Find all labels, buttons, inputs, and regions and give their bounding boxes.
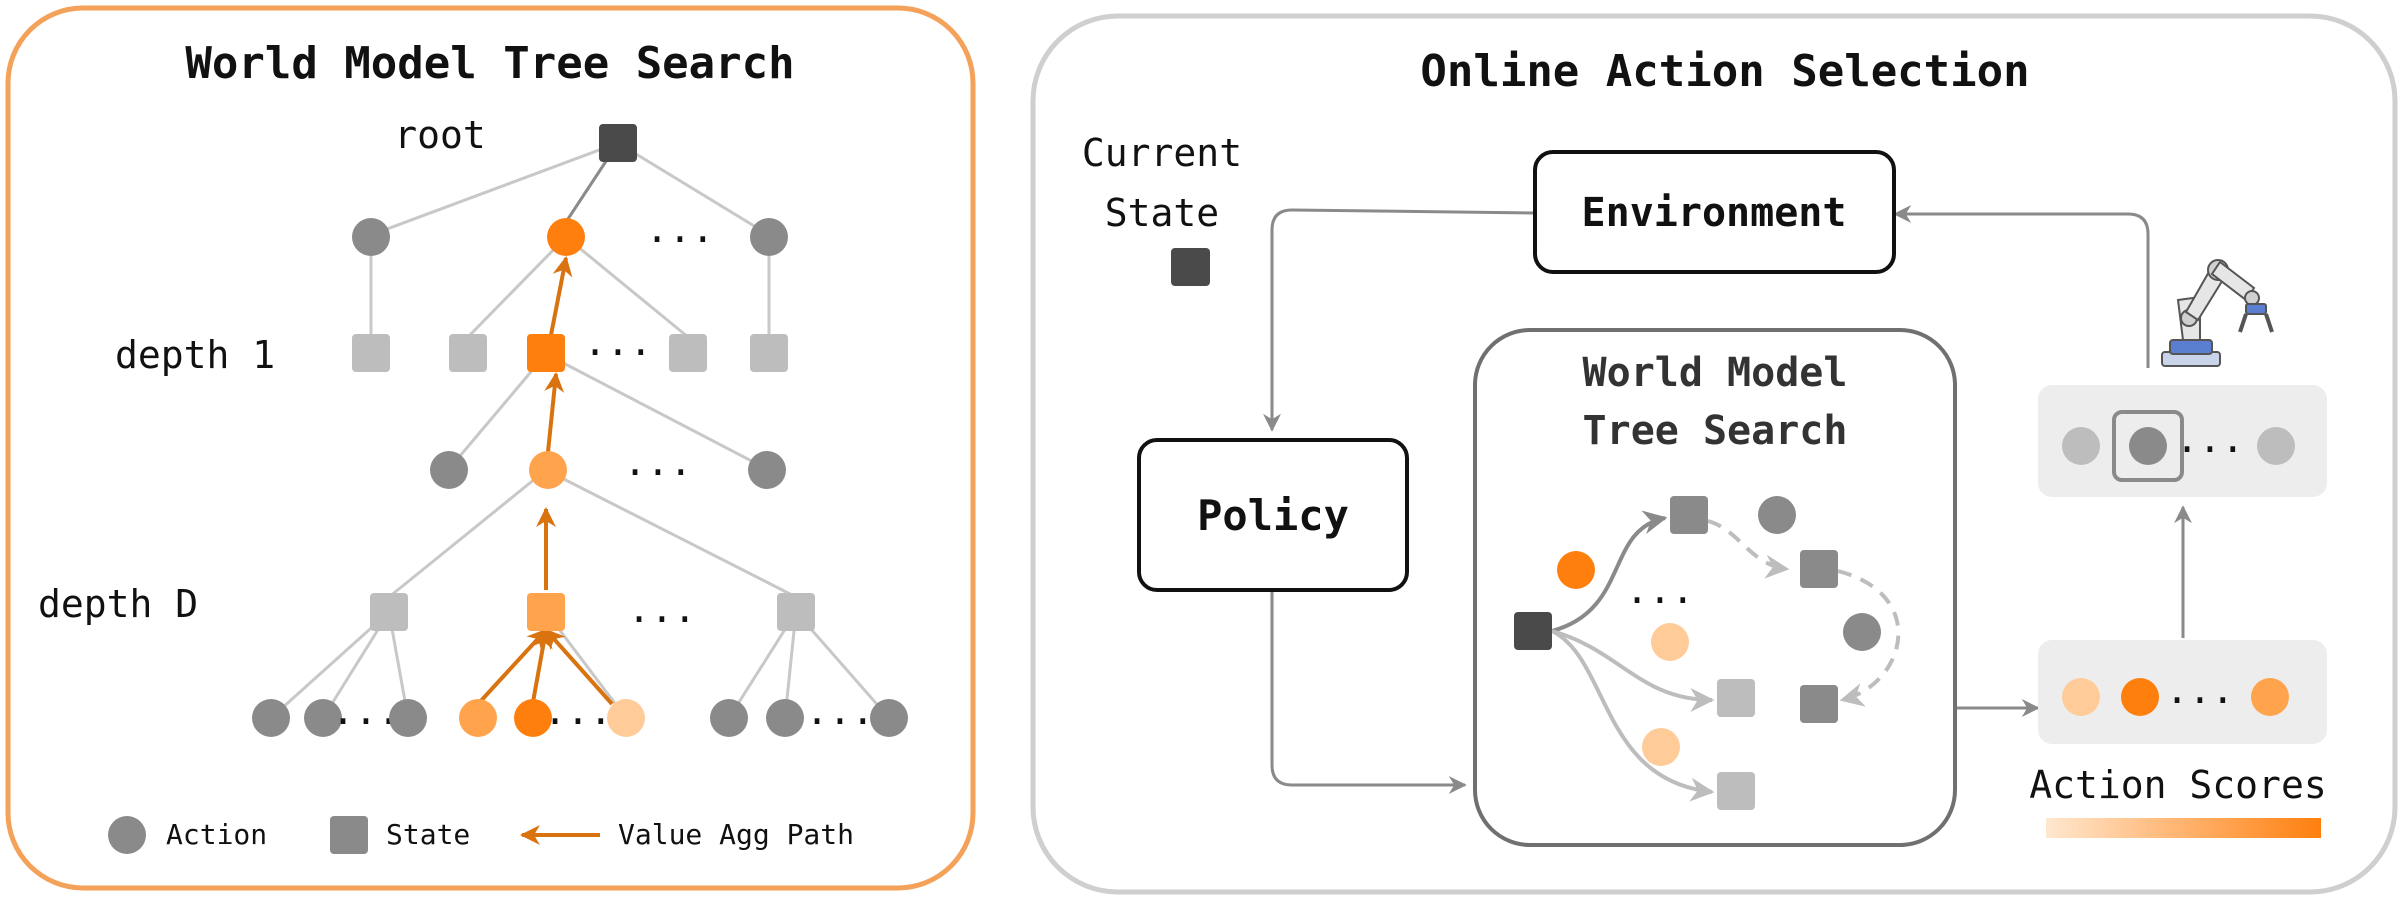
legend-state-swatch <box>330 816 368 854</box>
leaf-action-node <box>710 699 748 737</box>
ellipsis: ... <box>806 689 875 733</box>
inner-action-node <box>1758 496 1796 534</box>
action-node <box>750 218 788 256</box>
robot-arm-icon <box>2161 259 2274 367</box>
action-scores-label: Action Scores <box>2029 763 2326 807</box>
state-node <box>370 593 408 631</box>
state-node <box>669 334 707 372</box>
legend-action-swatch <box>108 816 146 854</box>
leaf-action-node <box>766 699 804 737</box>
current-state-label: Current <box>1082 131 1242 175</box>
candidate-action-node <box>2257 427 2295 465</box>
state-node <box>449 334 487 372</box>
ellipsis: ... <box>544 689 613 733</box>
current-state-node <box>1171 248 1210 286</box>
inner-action-node <box>1557 551 1595 589</box>
score-node <box>2121 678 2159 716</box>
action-node <box>352 218 390 256</box>
right-panel: Online Action Selection Current State En… <box>1030 13 2398 895</box>
selected-action-node <box>2129 427 2167 465</box>
ellipsis: ... <box>332 689 401 733</box>
left-panel-frame <box>5 5 976 891</box>
state-node-path <box>527 593 565 631</box>
inner-state-node <box>1800 550 1838 588</box>
current-state-label: State <box>1105 191 1219 235</box>
score-gradient-bar <box>2046 818 2321 838</box>
legend: Action State Value Agg Path <box>108 816 854 854</box>
selected-action-highlight <box>2112 410 2184 482</box>
policy-label: Policy <box>1197 491 1349 540</box>
ellipsis: ... <box>628 587 697 631</box>
left-panel-title: World Model Tree Search <box>185 38 794 89</box>
state-node-selected <box>527 334 565 372</box>
depth-d-label: depth D <box>38 582 198 626</box>
inner-title: World Model <box>1583 350 1848 396</box>
action-node <box>430 451 468 489</box>
flow-arrows <box>1263 205 2192 794</box>
environment-box <box>1533 150 1896 274</box>
candidate-action-node <box>2062 427 2100 465</box>
action-scores-box <box>2038 640 2327 744</box>
action-node-path <box>529 451 567 489</box>
action-node <box>748 451 786 489</box>
leaf-action-node <box>389 699 427 737</box>
inner-state-node <box>1670 496 1708 534</box>
ellipsis: ... <box>646 207 715 251</box>
leaf-action-node-scored <box>514 699 552 737</box>
leaf-action-node-scored <box>607 699 645 737</box>
legend-state-label: State <box>386 818 470 851</box>
inner-state-node <box>1800 685 1838 723</box>
right-panel-title: Online Action Selection <box>1420 46 2029 97</box>
leaf-action-node <box>870 699 908 737</box>
policy-box <box>1137 438 1409 592</box>
legend-action-label: Action <box>166 818 267 851</box>
depth-1-label: depth 1 <box>115 333 275 377</box>
ellipsis: ... <box>2166 668 2235 712</box>
inner-action-node <box>1642 728 1680 766</box>
state-node <box>750 334 788 372</box>
inner-state-node <box>1717 679 1755 717</box>
value-agg-path <box>476 256 614 706</box>
score-node <box>2062 678 2100 716</box>
ellipsis: ... <box>584 320 653 364</box>
root-label: root <box>394 113 486 157</box>
leaf-action-node-scored <box>459 699 497 737</box>
root-state-node <box>599 124 637 162</box>
inner-tree-edges <box>1551 510 1901 802</box>
inner-title: Tree Search <box>1583 408 1848 454</box>
leaf-action-node <box>252 699 290 737</box>
ellipsis: ... <box>1626 568 1695 612</box>
left-panel: World Model Tree Search <box>5 5 976 891</box>
action-node-selected <box>547 218 585 256</box>
state-node <box>352 334 390 372</box>
inner-action-node <box>1651 623 1689 661</box>
ellipsis: ... <box>2176 417 2245 461</box>
state-node <box>777 593 815 631</box>
inner-root-state <box>1514 612 1552 650</box>
ellipsis: ... <box>624 440 693 484</box>
inner-state-node <box>1717 772 1755 810</box>
environment-label: Environment <box>1582 190 1847 236</box>
score-node <box>2251 678 2289 716</box>
legend-path-label: Value Agg Path <box>618 818 854 851</box>
inner-action-node <box>1843 613 1881 651</box>
leaf-action-node <box>304 699 342 737</box>
